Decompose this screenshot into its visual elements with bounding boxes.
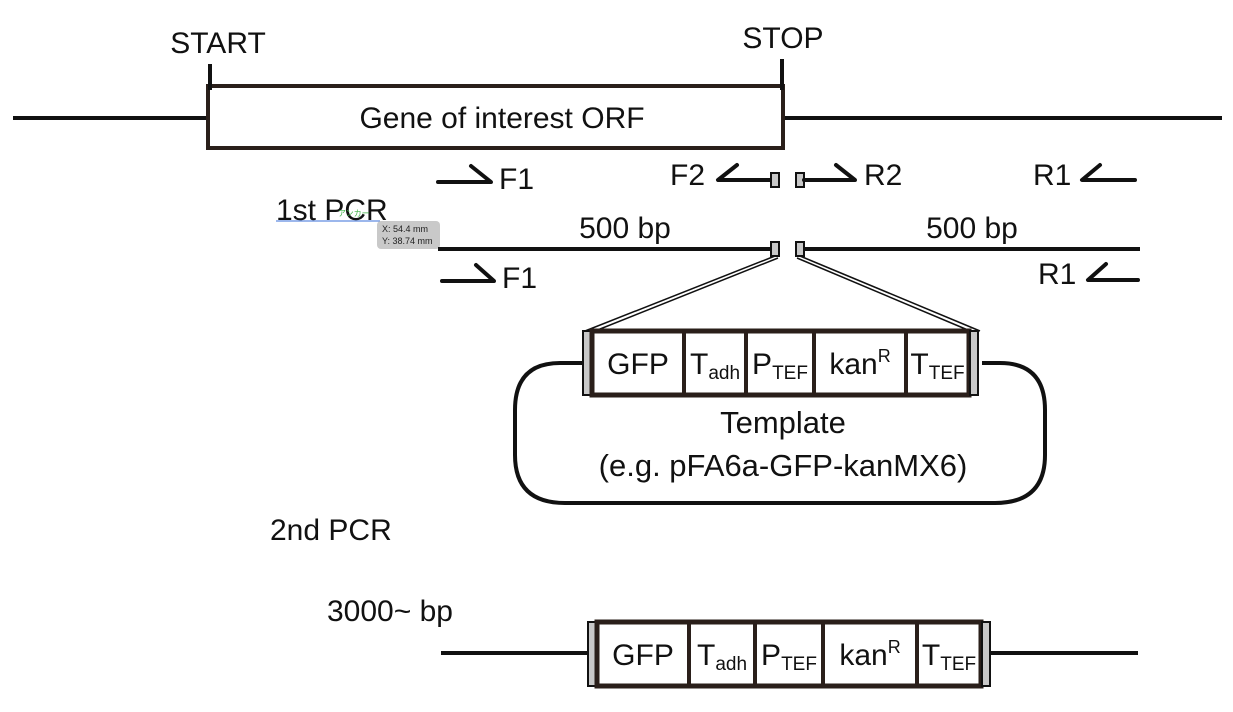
primer-f1-arrow	[436, 164, 493, 184]
template-module-label: Tadh	[690, 348, 740, 384]
primer-r1-label: R1	[1033, 159, 1071, 192]
template-module-label: TTEF	[910, 348, 964, 384]
primer-f2-flank	[770, 172, 780, 188]
genomic-locus: START STOP Gene of interest ORF	[13, 22, 1222, 150]
gene-orf-label: Gene of interest ORF	[359, 102, 644, 135]
stop-label: STOP	[742, 22, 823, 55]
second-pcr-label: 2nd PCR	[270, 514, 392, 547]
right-fragment-length: 500 bp	[926, 212, 1018, 245]
primer-r1-arrow	[1080, 163, 1137, 182]
template-title: Template	[720, 405, 846, 440]
primer-f1-label-2: F1	[502, 262, 537, 295]
primer-r2-label: R2	[864, 159, 902, 192]
template-cassette: GFP Tadh PTEF kanR TTEF	[582, 328, 979, 398]
product-length: 3000~ bp	[327, 595, 453, 628]
first-pcr: 1st PCR アンカー X: 54.4 mm Y: 38.74 mm 500 …	[276, 194, 1140, 334]
expansion-lines	[584, 255, 981, 334]
primer-f2-label: F2	[670, 159, 705, 192]
right-fragment-flank	[795, 241, 805, 257]
start-label: START	[170, 27, 266, 60]
primer-f1-label: F1	[499, 163, 534, 196]
template-plasmid: GFP Tadh PTEF kanR TTEF Template (e.g. pFA6a…	[513, 328, 1047, 505]
anchor-hint: アンカー	[338, 209, 370, 218]
product-right-flank	[981, 621, 991, 687]
primer-row: F1 F2 R2 R1	[436, 159, 1137, 196]
plasmid-backbone	[513, 361, 1047, 505]
primer-f2-arrow	[716, 163, 774, 182]
left-fragment-length: 500 bp	[579, 212, 671, 245]
primer-r2-arrow	[802, 163, 857, 182]
primer-f1-arrow-2	[440, 263, 496, 283]
first-pcr-label: 1st PCR	[276, 194, 388, 227]
product-module-label: GFP	[612, 639, 674, 672]
product-module-label: PTEF	[761, 639, 817, 675]
template-example: (e.g. pFA6a-GFP-kanMX6)	[599, 448, 968, 483]
left-fragment-flank	[770, 241, 780, 257]
primer-r1-arrow-2	[1086, 262, 1140, 282]
template-right-flank	[969, 330, 979, 396]
product-module-label: kanR	[839, 637, 900, 672]
cursor-coordinate-tooltip: X: 54.4 mm Y: 38.74 mm	[377, 221, 440, 249]
tooltip-y: Y: 38.74 mm	[382, 236, 433, 246]
template-module-label: PTEF	[752, 348, 808, 384]
template-module-label: GFP	[607, 348, 669, 381]
primer-r1-label-2: R1	[1038, 258, 1076, 291]
gene-orf-box	[206, 84, 785, 150]
product-module-label: Tadh	[697, 639, 747, 675]
tooltip-x: X: 54.4 mm	[382, 224, 428, 234]
template-module-label: kanR	[829, 346, 890, 381]
product-cassette: GFP Tadh PTEF kanR TTEF	[587, 619, 991, 689]
second-pcr: 2nd PCR 3000~ bp GFP Tadh PTEF kanR TTEF	[270, 514, 1138, 689]
product-module-label: TTEF	[922, 639, 976, 675]
